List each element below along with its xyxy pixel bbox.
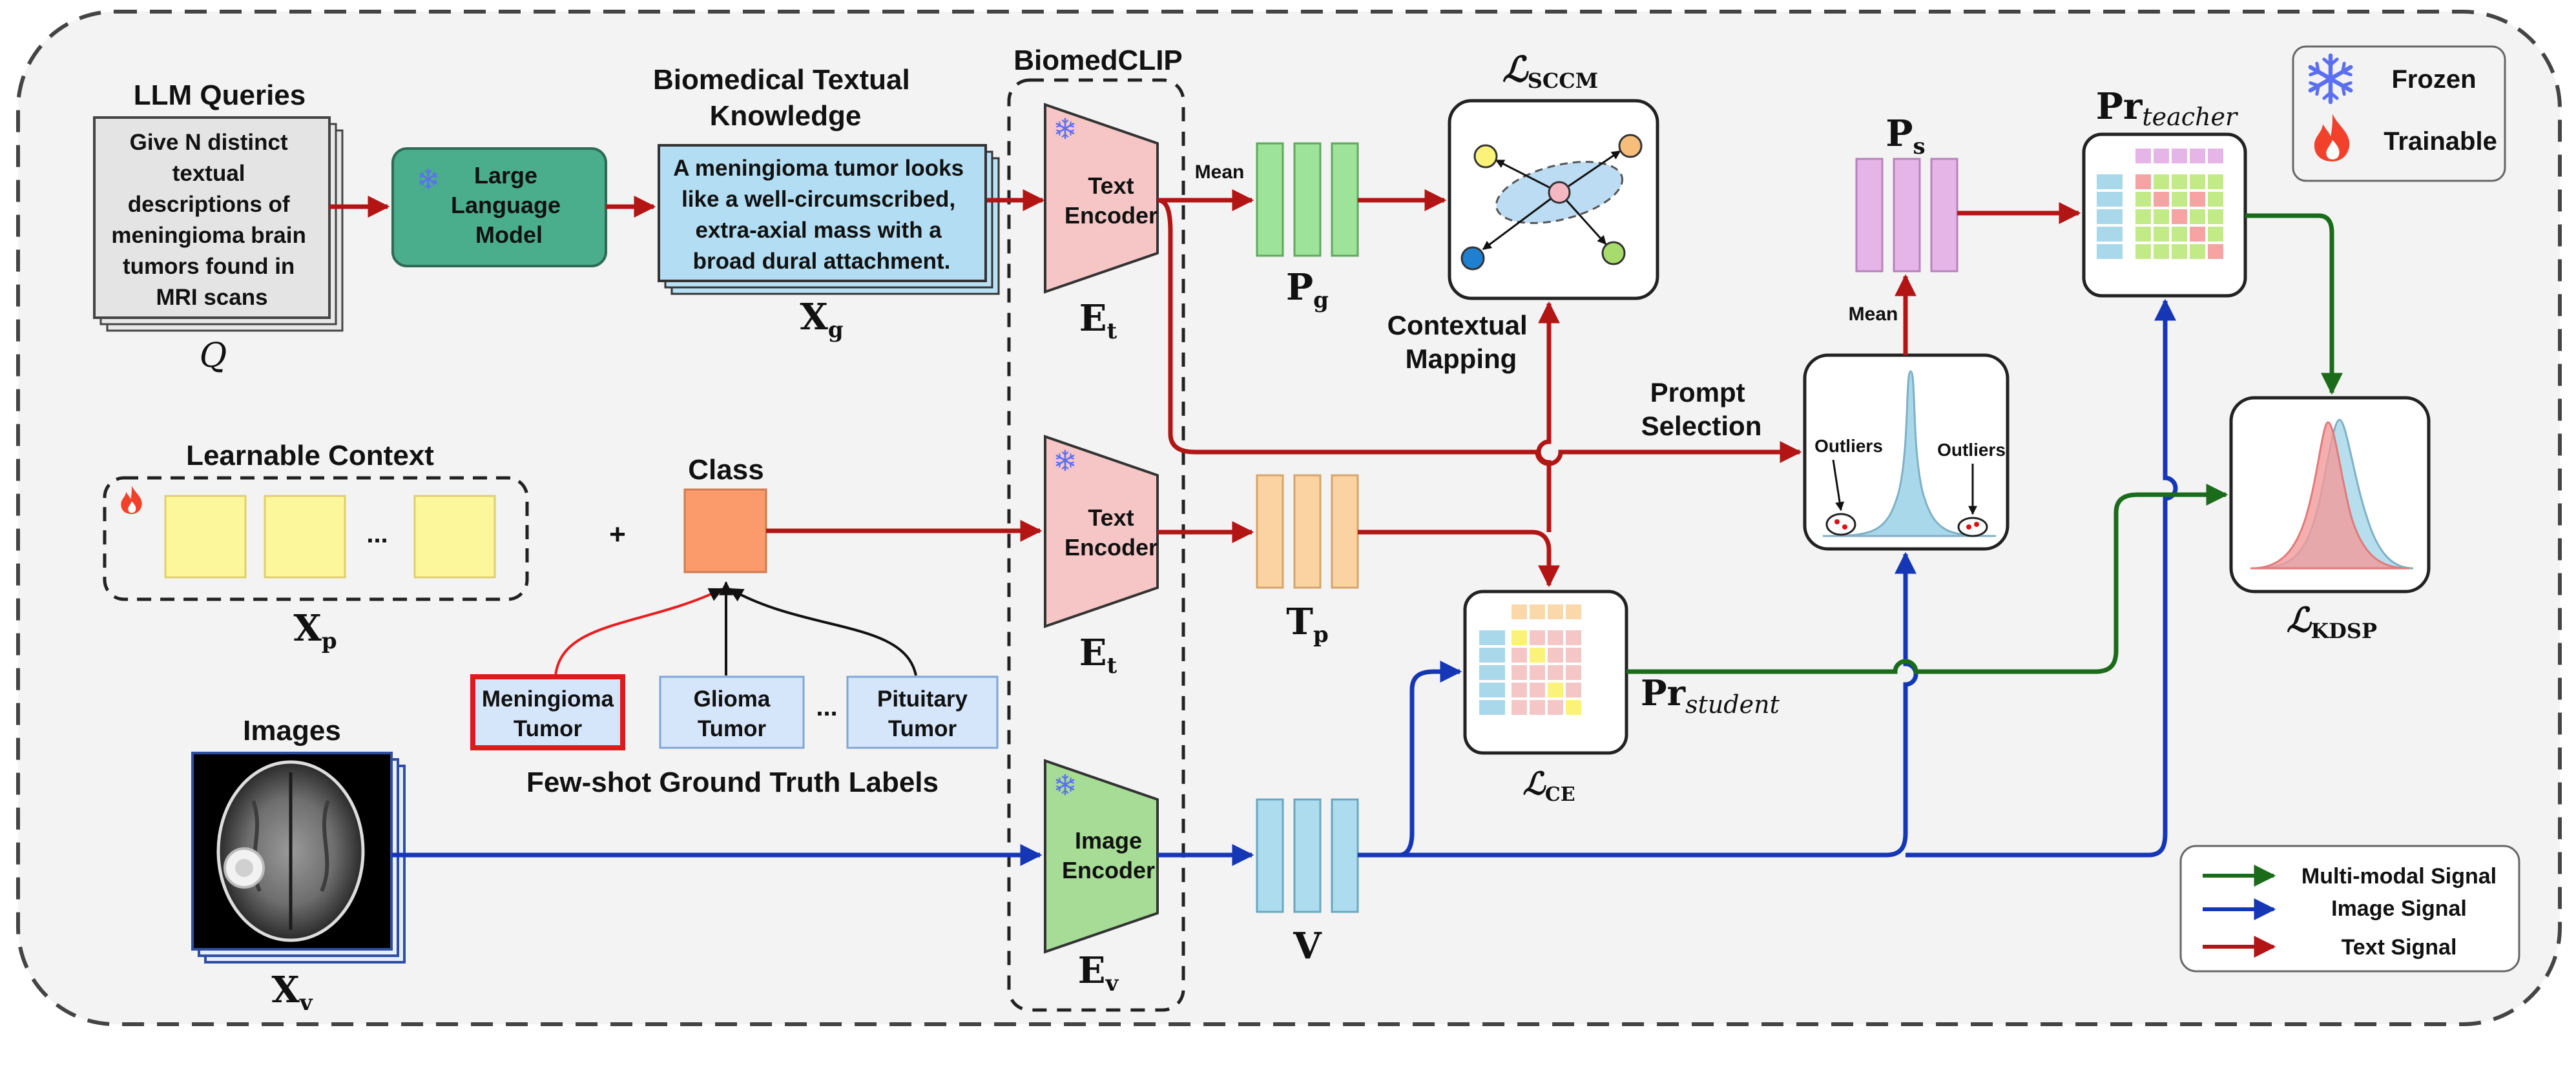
llm-queries-box (93, 116, 331, 319)
mean-label-ps: Mean (1849, 304, 1898, 325)
mean-label-pg: Mean (1195, 161, 1245, 183)
symbol-ev: Ev (1078, 949, 1119, 996)
context-token (264, 495, 346, 579)
legend-image-label: Image Signal (2331, 896, 2467, 921)
icon-key: Frozen Trainable (2292, 45, 2506, 182)
symbol-ps: Ps (1885, 112, 1925, 160)
svg-text:A meningioma tumor looks: A meningioma tumor looks like a well-cir… (673, 156, 970, 274)
images-title: Images (243, 715, 341, 747)
learnable-context: Learnable Context ... Xp + (103, 440, 626, 654)
v-features: V (1256, 798, 1359, 967)
teacher-block: Prteacher (2082, 85, 2247, 298)
llm-queries-text: Give N distinct textual descriptions of … (111, 130, 312, 310)
learnable-context-frame (103, 476, 529, 601)
biomedical-textual-knowledge: Biomedical Textual Knowledge A meningiom… (653, 64, 1000, 343)
signal-arrows (329, 189, 2343, 866)
label-meningioma (470, 674, 625, 750)
frozen-label: Frozen (2391, 65, 2476, 94)
symbol-pg: Pg (1286, 266, 1329, 313)
context-token (413, 495, 496, 579)
symbol-lsccm: ℒSCCM (1502, 48, 1598, 93)
symbol-et-mid: Et (1079, 632, 1117, 679)
symbol-pr-teacher: Prteacher (2096, 85, 2239, 131)
outer-panel (16, 10, 2562, 1026)
outliers-left: Outliers (1814, 436, 1883, 456)
prompt-selection-caption: Prompt Selection (1641, 377, 1762, 441)
textual-knowledge-title: Biomedical Textual Knowledge (653, 64, 918, 132)
llm-queries: LLM Queries Give N distinct textual desc… (93, 79, 344, 375)
svg-text:Large Language Mod: Large Language Model (451, 162, 567, 248)
text-encoder-top (1044, 103, 1159, 294)
symbol-et-top: Et (1079, 297, 1117, 344)
snowflake-icon (1055, 118, 1075, 139)
pg-features: Pg Mean (1195, 142, 1359, 313)
snowflake-icon (1055, 449, 1075, 471)
prompt-selection: Prompt Selection Outliers Outliers Mean (1641, 304, 2010, 551)
snowflake-icon (1055, 774, 1075, 796)
textual-knowledge-box (658, 144, 987, 282)
few-shot-caption: Few-shot Ground Truth Labels (526, 767, 939, 798)
kdsp-block: ℒKDSP (2229, 396, 2431, 643)
svg-text:...: ... (366, 520, 388, 548)
svg-text:+: + (609, 519, 626, 550)
sccm-block: ℒSCCM Contextual Mapping (1387, 48, 1659, 374)
fire-icon (121, 486, 142, 514)
symbol-v: V (1293, 925, 1322, 967)
ce-matrix (1479, 604, 1581, 715)
symbol-xp: Xp (293, 607, 337, 654)
label-pituitary (846, 675, 999, 749)
outliers-right: Outliers (1937, 440, 2006, 460)
symbol-lkdsp: ℒKDSP (2287, 601, 2377, 643)
large-language-model: Large Language Model (391, 147, 607, 267)
trainable-label: Trainable (2384, 127, 2497, 156)
symbol-q: Q (200, 336, 227, 375)
symbol-xv: Xv (271, 969, 313, 1016)
ps-features: Ps (1855, 112, 1958, 273)
images-block: Images Xv (191, 715, 406, 1016)
snowflake-icon (2308, 53, 2353, 105)
signal-legend: Multi-modal Signal Image Signal Text Sig… (2179, 845, 2520, 973)
class-title: Class (688, 454, 763, 486)
snowflake-icon (419, 168, 438, 190)
symbol-lce: ℒCE (1522, 766, 1575, 806)
fire-icon (2314, 114, 2350, 161)
image-encoder (1044, 759, 1159, 954)
legend-text-label: Text Signal (2342, 935, 2457, 960)
contextual-mapping-caption: Contextual Mapping (1387, 310, 1535, 374)
text-encoder-mid (1044, 435, 1159, 628)
learnable-context-title: Learnable Context (186, 440, 434, 471)
class-token: Class (683, 454, 767, 573)
biomedclip-frame (1007, 78, 1185, 1012)
class-box (683, 488, 767, 573)
symbol-pr-student: Prstudent (1641, 672, 1780, 719)
teacher-matrix (2097, 149, 2223, 259)
legend-multimodal-label: Multi-modal Signal (2301, 864, 2497, 889)
label-glioma (659, 675, 805, 749)
symbol-xg: Xg (800, 296, 843, 343)
svg-text:...: ... (816, 693, 837, 721)
symbol-tp: Tp (1286, 601, 1328, 648)
context-token (164, 495, 247, 579)
biomedclip-title: BiomedCLIP (1013, 45, 1183, 76)
llm-queries-title: LLM Queries (134, 79, 306, 111)
